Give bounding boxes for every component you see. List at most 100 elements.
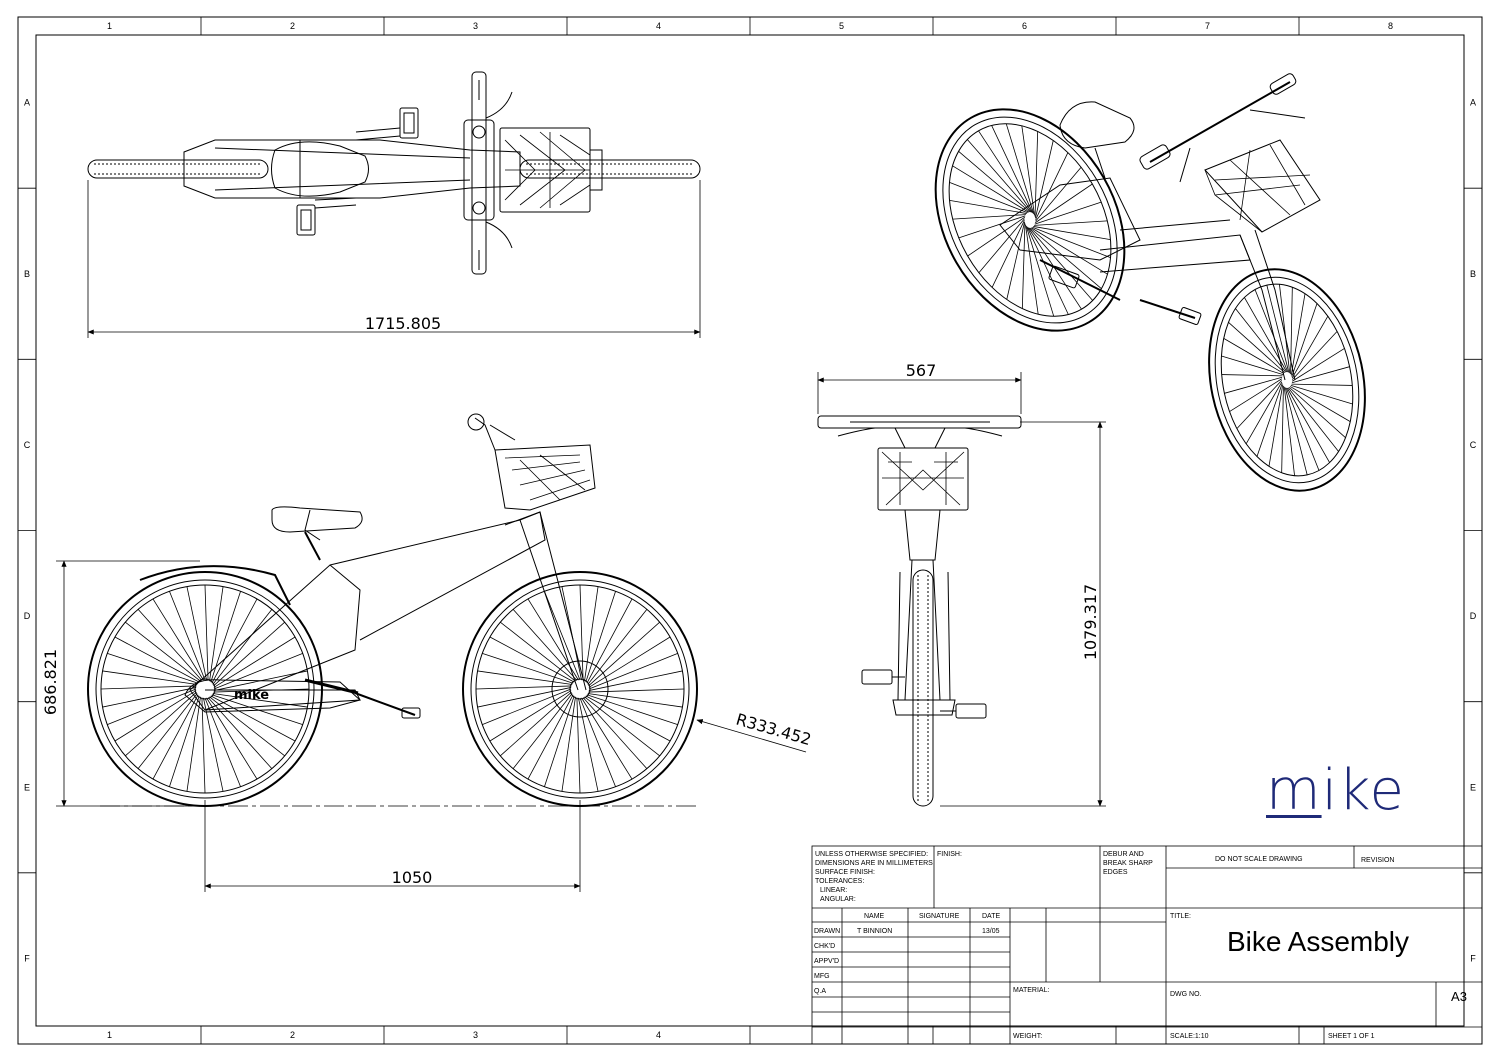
zone-row-label: A [1470, 98, 1476, 108]
wheel-spoke [561, 696, 576, 792]
zone-row-label: D [1470, 611, 1477, 621]
wheel-spoke [1256, 383, 1283, 457]
wheel-spoke [1291, 366, 1350, 384]
wheel-spoke [1285, 387, 1320, 471]
wheel-spoke [544, 591, 581, 681]
zone-column-label: 5 [839, 21, 844, 31]
revision-label: REVISION [1361, 857, 1394, 864]
wheel-spoke [114, 690, 197, 742]
zone-row-label: E [24, 782, 30, 792]
general-note-6: ANGULAR: [820, 896, 856, 903]
logo-letters-ike: ike [1321, 758, 1406, 823]
zone-column-label-bottom: 3 [473, 1030, 478, 1040]
wheel-spoke [1291, 303, 1318, 377]
wheel-spoke [967, 139, 1032, 213]
row-checked: CHK'D [814, 943, 835, 950]
wheel-spoke [991, 125, 1034, 214]
dimension-wheelbase [100, 800, 700, 892]
wheel-spoke [586, 598, 633, 684]
drawn-date: 13/05 [982, 928, 1000, 935]
wheel-spoke [512, 609, 578, 681]
wheel-spoke [125, 691, 197, 757]
wheel-spoke [958, 151, 1031, 213]
wheel-spoke [579, 584, 584, 681]
wheel-spoke [1035, 140, 1054, 219]
bike-isometric-view [934, 73, 1366, 492]
zone-column-label-bottom: 4 [656, 1030, 661, 1040]
title-block [811, 845, 1483, 1045]
drawing-title: Bike Assembly [1227, 926, 1409, 957]
zone-row-label: D [24, 611, 31, 621]
wheel-spoke [482, 653, 574, 684]
scale-label: SCALE:1:10 [1170, 1033, 1209, 1040]
wheel-spoke [1223, 338, 1285, 374]
row-drawn: DRAWN [814, 928, 840, 935]
dimension-label-handlebar-width: 567 [906, 361, 937, 380]
wheel-spoke [489, 636, 575, 683]
sheet-of-label: SHEET 1 OF 1 [1328, 1033, 1375, 1040]
wheel-spoke [949, 199, 1027, 214]
wheel-spoke [186, 696, 201, 792]
wheel-spoke [1266, 285, 1290, 373]
general-note-4: TOLERANCES: [815, 878, 864, 885]
general-note-1: UNLESS OTHERWISE SPECIFIED: [815, 851, 928, 858]
wheel-spoke [1035, 183, 1093, 224]
wheel-spoke [210, 695, 296, 742]
wheel-spoke [1035, 167, 1082, 222]
bike-front-view [817, 415, 1022, 807]
wheel-spoke [1025, 225, 1055, 317]
brand-logo: mike [1266, 758, 1436, 824]
wheel-spoke [1005, 123, 1035, 215]
wheel-spoke [152, 694, 199, 780]
wheel-spoke [586, 694, 678, 725]
wheel-spoke [1035, 152, 1069, 220]
dimension-rear-height [56, 560, 200, 807]
wheel-spoke [1287, 387, 1339, 452]
wheel-spoke [1031, 227, 1108, 275]
wheel-spoke [125, 621, 201, 682]
wheel-spoke [186, 586, 207, 681]
wheel-spoke [211, 598, 258, 684]
wheel-spoke [579, 697, 616, 787]
wheel-spoke [100, 685, 197, 690]
dwg-no-label: DWG NO. [1170, 991, 1202, 998]
dimension-overall-height [940, 421, 1106, 807]
wheel-spoke [1245, 381, 1283, 444]
title-block-text: UNLESS OTHERWISE SPECIFIED: DIMENSIONS A… [814, 851, 1467, 1040]
wheel-spoke [1286, 387, 1330, 463]
col-date: DATE [982, 913, 1000, 920]
zone-column-label-bottom: 1 [107, 1030, 112, 1040]
wheel-spoke [588, 670, 683, 691]
row-approved: APPV'D [814, 958, 839, 965]
wheel-spoke [1289, 386, 1351, 422]
wheel-spoke [1283, 386, 1295, 476]
wheel-spoke [1221, 374, 1283, 377]
wheel-spoke [477, 687, 572, 708]
zone-column-label: 1 [107, 21, 112, 31]
wheel-spoke [206, 697, 258, 780]
wheel-spoke [1034, 220, 1108, 226]
wheel-spoke [958, 215, 1026, 239]
dimension-handlebar-width [817, 372, 1022, 414]
wheel-spoke [581, 697, 633, 780]
wheel-spoke [107, 688, 197, 725]
title-label: TITLE: [1170, 913, 1191, 920]
dimension-wheel-radius [696, 719, 807, 753]
dimension-label-wheel-radius: R333.452 [734, 710, 814, 750]
dimension-overall-length [87, 180, 701, 338]
row-qa: Q.A [814, 988, 826, 995]
col-signature: SIGNATURE [919, 913, 960, 920]
zone-column-label: 4 [656, 21, 661, 31]
wheel-spoke [169, 591, 206, 681]
wheel-spoke [477, 670, 573, 685]
inner-border [35, 34, 1465, 1027]
zone-row-label: B [24, 269, 30, 279]
wheel-spoke [203, 697, 224, 792]
wheel-spoke [213, 636, 296, 688]
wheel-spoke [114, 636, 200, 683]
wheel-spoke [1291, 316, 1329, 379]
dimension-label-overall-height: 1079.317 [1081, 584, 1100, 660]
zone-row-label: C [1470, 440, 1477, 450]
